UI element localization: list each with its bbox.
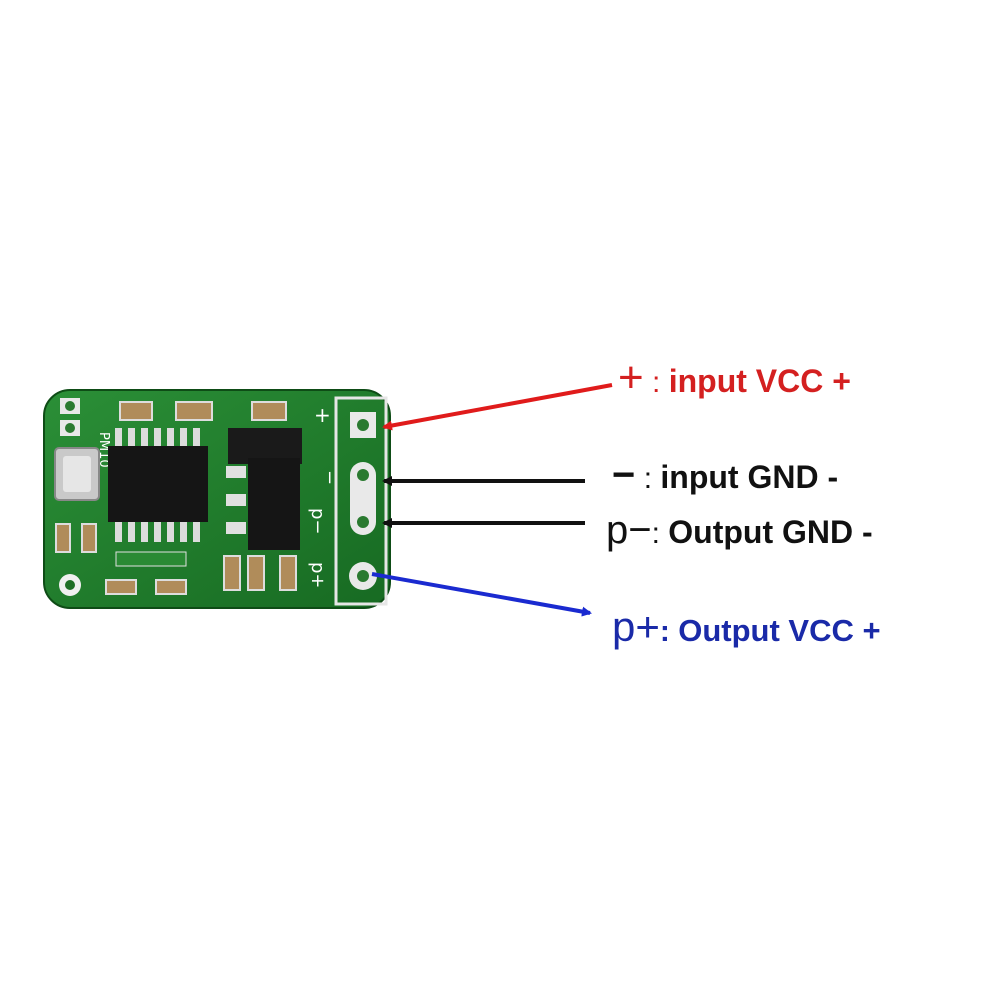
label-separator: : [643, 366, 669, 399]
label-text: input GND - [660, 459, 839, 495]
label-output-gnd: p−: Output GND - [606, 510, 873, 550]
connector-pads [334, 396, 388, 606]
label-text: Output GND - [668, 514, 873, 550]
arrow-output-vcc [371, 572, 592, 617]
label-output-vcc: p+: Output VCC + [612, 606, 881, 648]
mounting-hole-icon [59, 398, 81, 596]
crystal-oscillator-icon [54, 447, 100, 501]
label-input-gnd: − : input GND - [612, 455, 838, 495]
label-separator: : [651, 517, 669, 550]
silkscreen-plus: + [314, 403, 331, 427]
label-input-vcc: + : input VCC + [618, 356, 851, 400]
smd-capacitor-icon [119, 401, 287, 421]
mosfet-icon [226, 428, 302, 550]
pcb-board: PM10 [43, 389, 391, 609]
label-symbol: − [612, 453, 636, 497]
silkscreen-p-minus: p− [307, 508, 328, 535]
label-separator: : [659, 615, 679, 648]
label-symbol: p+ [612, 603, 660, 650]
label-separator: : [635, 462, 661, 495]
label-text: input VCC + [668, 363, 851, 399]
label-symbol: p− [606, 508, 652, 552]
pad-gnd-bridge [350, 462, 376, 535]
label-text: Output VCC + [678, 613, 881, 648]
silkscreen-p-plus: p+ [307, 562, 328, 589]
smd-resistor-icon [55, 523, 297, 595]
ic-chip-icon [108, 428, 208, 542]
arrow-input-vcc [382, 383, 613, 431]
label-symbol: + [618, 353, 644, 402]
